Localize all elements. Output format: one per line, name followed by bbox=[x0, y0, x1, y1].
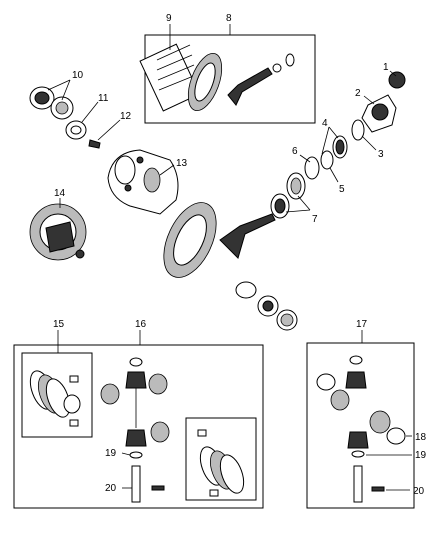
pinion-bearing-parts bbox=[270, 135, 348, 219]
callout-9: 9 bbox=[166, 13, 172, 24]
callout-20-kit17: 20 bbox=[413, 486, 425, 497]
differential-carrier-assembly-icon bbox=[29, 203, 87, 261]
callout-1: 1 bbox=[383, 62, 389, 73]
pinion-gear-icon bbox=[227, 67, 273, 106]
clutch-kit-16-parts bbox=[197, 429, 245, 497]
shim-pack-icon bbox=[139, 43, 201, 112]
callout-6: 6 bbox=[292, 146, 298, 157]
ring-gear-kit-parts bbox=[139, 43, 295, 112]
callout-17: 17 bbox=[356, 319, 368, 330]
carrier-bearing-parts bbox=[29, 86, 101, 149]
kit-box-16 bbox=[13, 344, 264, 509]
leader-lines bbox=[47, 24, 412, 491]
callout-11: 11 bbox=[98, 93, 109, 104]
callout-2: 2 bbox=[355, 88, 361, 99]
callout-12: 12 bbox=[120, 111, 132, 122]
callout-10: 10 bbox=[72, 70, 84, 81]
oil-slinger-icon bbox=[304, 156, 320, 180]
differential-case-icon bbox=[107, 149, 179, 215]
pinion-flange-parts bbox=[351, 71, 406, 141]
callout-19-kit16: 19 bbox=[105, 448, 117, 459]
callout-7: 7 bbox=[312, 214, 318, 225]
callout-20-kit16: 20 bbox=[105, 483, 117, 494]
callout-18: 18 bbox=[415, 432, 427, 443]
callout-5: 5 bbox=[339, 184, 345, 195]
pinion-nut-icon bbox=[388, 71, 406, 89]
spider-gear-kit-17-parts bbox=[316, 355, 406, 503]
bearing-cone-icon bbox=[320, 150, 334, 170]
callout-14: 14 bbox=[54, 188, 66, 199]
kit-box-15 bbox=[21, 352, 93, 438]
callout-4: 4 bbox=[322, 118, 328, 129]
callout-19-kit17: 19 bbox=[415, 450, 427, 461]
lower-bearing-parts bbox=[235, 281, 298, 331]
callout-3: 3 bbox=[378, 149, 384, 160]
callout-16: 16 bbox=[135, 319, 147, 330]
ring-and-pinion-icon bbox=[163, 202, 276, 278]
callout-13: 13 bbox=[176, 158, 188, 169]
clutch-kit-parts bbox=[29, 370, 81, 427]
callout-labels: 1 2 3 4 5 6 7 8 9 10 11 12 13 14 15 16 1… bbox=[53, 13, 427, 497]
callout-8: 8 bbox=[226, 13, 232, 24]
kit-box-16-inner bbox=[185, 417, 257, 501]
kit-box-17 bbox=[306, 342, 415, 509]
callout-15: 15 bbox=[53, 319, 65, 330]
ring-gear-bolt-icon bbox=[88, 139, 101, 149]
pinion-seal-icon bbox=[351, 119, 365, 141]
spider-gear-kit-16-parts bbox=[100, 357, 170, 503]
